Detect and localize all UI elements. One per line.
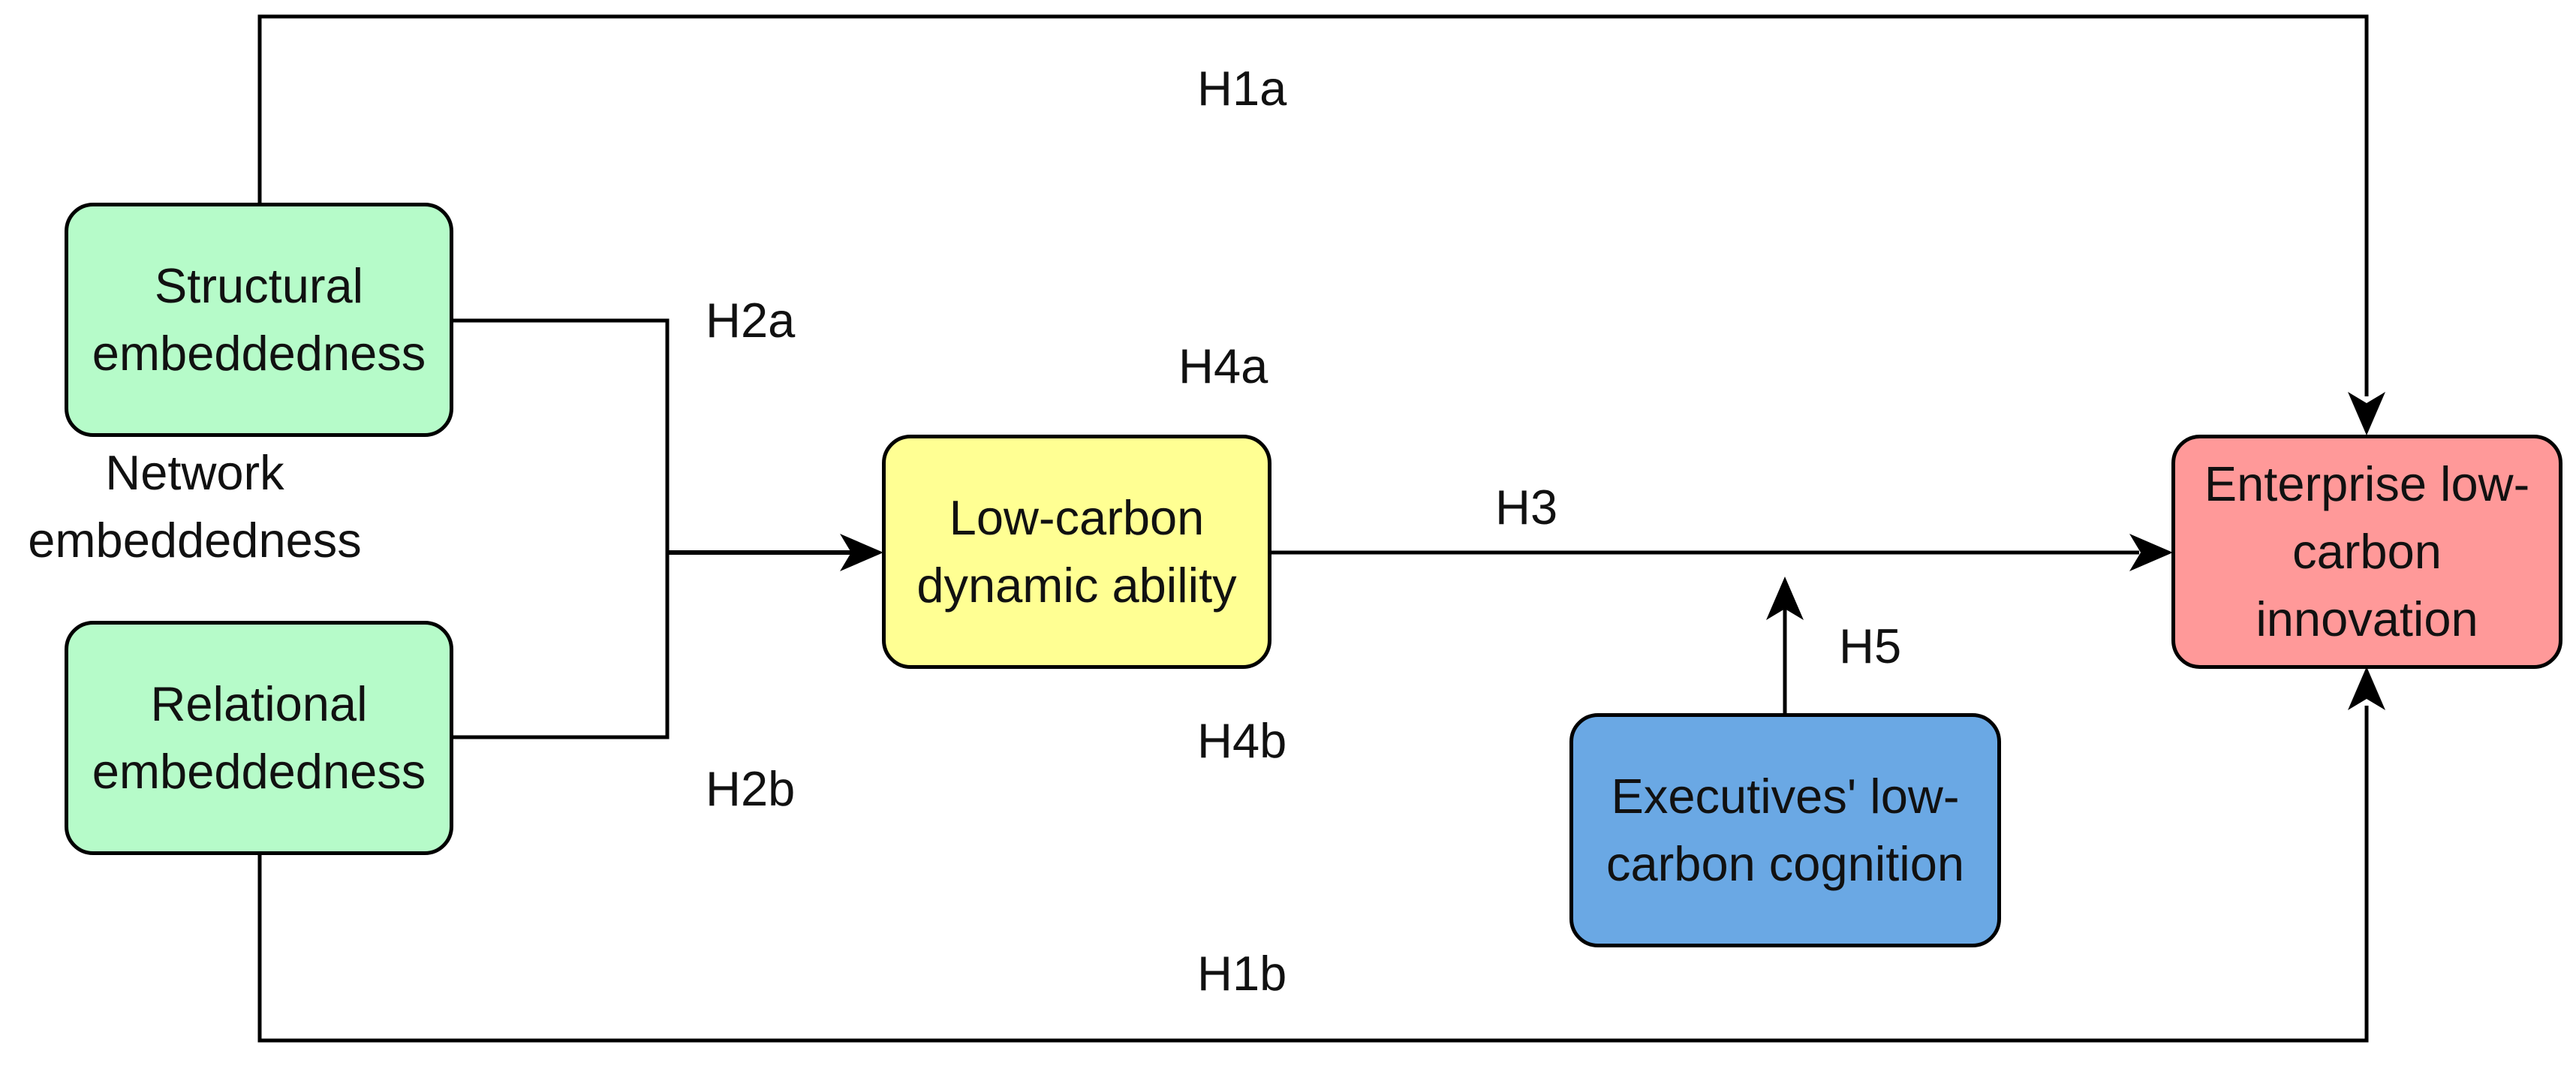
h1a-label: H1a — [1197, 61, 1287, 116]
h5-arrowhead — [1766, 577, 1804, 620]
h4a-label: H4a — [1178, 339, 1268, 393]
h2b-path — [452, 553, 670, 739]
h3-label: H3 — [1495, 480, 1558, 534]
relational-embeddedness-box: Relational embeddedness — [65, 621, 453, 855]
h1b-path — [257, 706, 2369, 1043]
h2-arrowhead — [840, 534, 883, 571]
h2a-label: H2a — [706, 293, 796, 348]
low-carbon-dynamic-ability-label: Low-carbon dynamic ability — [916, 490, 1237, 613]
h5-label: H5 — [1839, 619, 1902, 673]
structural-embeddedness-label: Structural embeddedness — [92, 258, 426, 381]
enterprise-innovation-box: Enterprise low-carbon innovation — [2171, 435, 2562, 669]
h1a-path — [257, 14, 2369, 396]
h1b-label: H1b — [1197, 946, 1287, 1001]
network-embeddedness-line1: Network — [105, 445, 284, 500]
h1a-arrowhead — [2348, 392, 2385, 435]
network-embeddedness-label: Network embeddedness — [9, 439, 381, 574]
h2b-label: H2b — [706, 761, 796, 816]
structural-embeddedness-box: Structural embeddedness — [65, 203, 453, 437]
h3-arrowhead — [2129, 534, 2173, 571]
low-carbon-dynamic-ability-box: Low-carbon dynamic ability — [882, 435, 1271, 669]
relational-embeddedness-label: Relational embeddedness — [92, 676, 426, 799]
enterprise-innovation-label: Enterprise low-carbon innovation — [2204, 456, 2530, 646]
h2a-path — [452, 318, 670, 553]
h4b-label: H4b — [1197, 713, 1287, 768]
network-embeddedness-line2: embeddedness — [28, 512, 362, 568]
executives-cognition-box: Executives' low-carbon cognition — [1569, 713, 2001, 947]
executives-cognition-label: Executives' low-carbon cognition — [1606, 769, 1964, 891]
h1b-arrowhead — [2348, 667, 2385, 710]
